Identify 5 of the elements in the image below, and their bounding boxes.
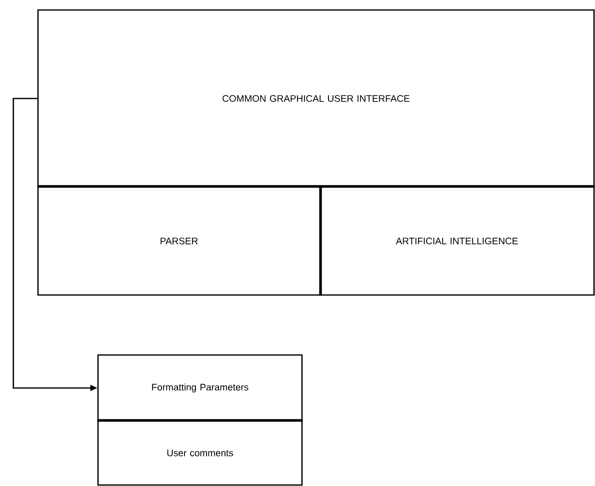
comments-box: User comments xyxy=(97,419,303,486)
intelligence-box: ARTIFICIAL INTELLIGENCE xyxy=(319,185,595,296)
formatting-box: Formatting Parameters xyxy=(97,354,303,422)
parser-box: PARSER xyxy=(37,185,322,296)
interface-box: COMMON GRAPHICAL USER INTERFACE xyxy=(37,9,595,188)
